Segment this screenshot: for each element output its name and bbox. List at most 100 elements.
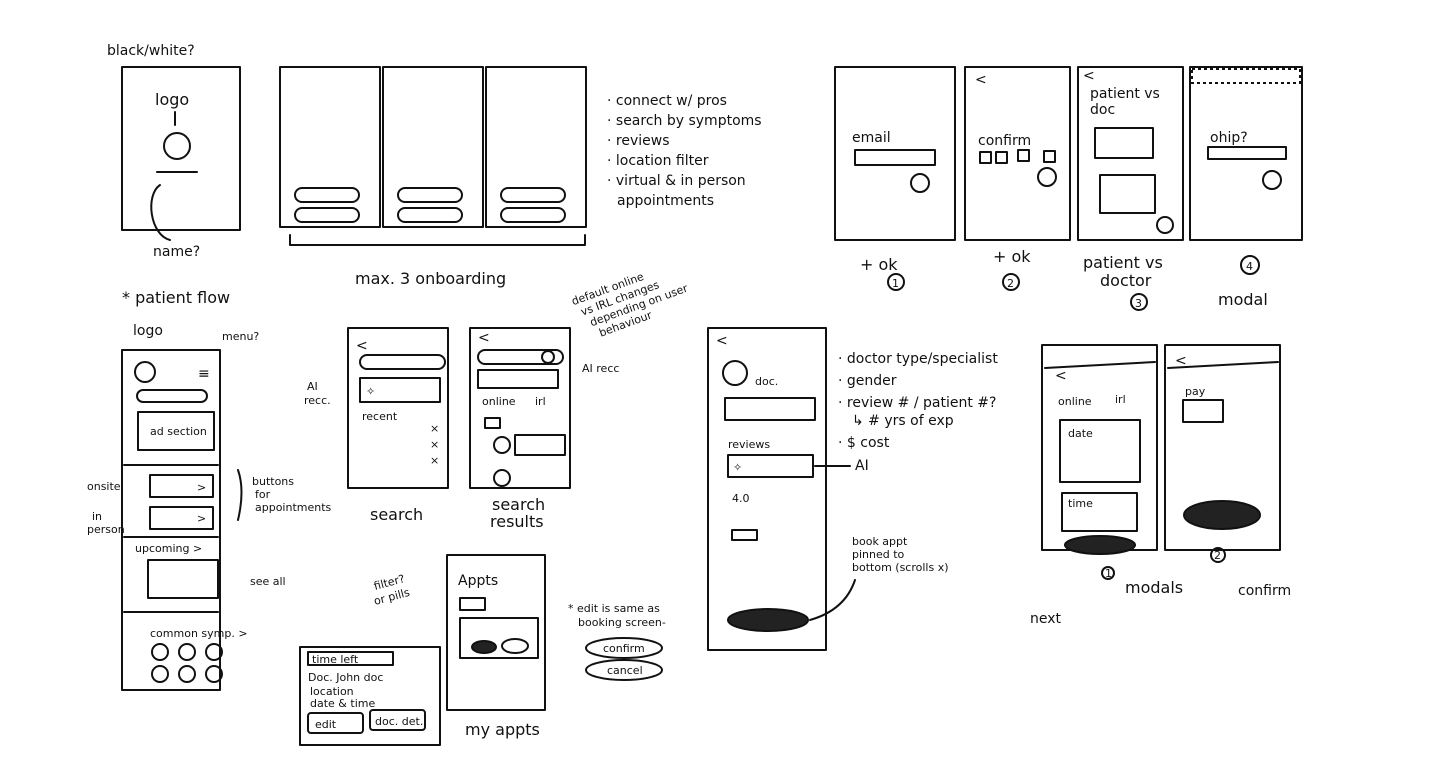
- edit-button[interactable]: edit: [315, 718, 337, 731]
- close-icon: ×: [430, 438, 439, 451]
- feature-note: · connect w/ pros: [607, 93, 727, 109]
- pay-label: pay: [1185, 385, 1206, 398]
- doctor-note: · review # / patient #?: [838, 395, 996, 411]
- tab-irl[interactable]: irl: [535, 395, 546, 408]
- ohip-label: ohip?: [1210, 130, 1248, 146]
- doctor-note: · $ cost: [838, 435, 890, 451]
- caption: modal: [1218, 290, 1268, 309]
- time-label: time: [1068, 497, 1093, 510]
- doctor-name: Doc. John doc: [308, 671, 383, 684]
- caption: + ok: [860, 255, 898, 274]
- doctor-label: doc.: [755, 375, 778, 388]
- back-icon: <: [356, 338, 368, 354]
- close-icon: ×: [430, 454, 439, 467]
- menu-label: menu?: [222, 330, 259, 343]
- common-symptoms-label: common symp. >: [150, 627, 248, 640]
- date-time: date & time: [310, 697, 375, 710]
- back-icon: <: [1083, 68, 1095, 84]
- caption: doctor: [1100, 271, 1152, 290]
- doctor-note: · doctor type/specialist: [838, 351, 998, 367]
- search-screens: < ✧ AI recc. recent ××× search < online …: [304, 270, 690, 531]
- rating: 4.0: [732, 492, 750, 505]
- back-icon: <: [478, 330, 490, 346]
- feature-note: · search by symptoms: [607, 113, 762, 129]
- splash-note: black/white?: [107, 43, 195, 59]
- patient-vs-doc-label: doc: [1090, 102, 1115, 118]
- buttons-note: buttons: [252, 475, 294, 488]
- date-label: date: [1068, 427, 1093, 440]
- confirm-button[interactable]: confirm: [603, 642, 645, 655]
- ad-section: ad section: [150, 425, 207, 438]
- menu-icon: ≡: [198, 366, 210, 382]
- appointments-screen: filter? or pills Appts my appts time lef…: [299, 554, 666, 746]
- ai-label: AI: [855, 458, 869, 474]
- feature-note: appointments: [617, 193, 714, 209]
- splash-name-label: name?: [153, 244, 200, 260]
- email-label: email: [852, 130, 891, 146]
- onsite-label: onsite: [87, 480, 121, 493]
- tab-online[interactable]: online: [482, 395, 516, 408]
- edit-note: booking screen-: [578, 616, 666, 629]
- patient-flow-title: * patient flow: [122, 288, 230, 307]
- reviews-label: reviews: [728, 438, 770, 451]
- ai-recc-label: AI recc: [582, 362, 619, 375]
- doctor-details-button[interactable]: doc. det.: [375, 715, 423, 728]
- back-icon: <: [716, 333, 728, 349]
- pinned-note: bottom (scrolls x): [852, 561, 949, 574]
- modals-caption: modals: [1125, 578, 1183, 597]
- feature-note: · virtual & in person: [607, 173, 746, 189]
- caption: patient vs: [1083, 253, 1163, 272]
- booking-modals: < online irl date time < pay 1 2 modals …: [1030, 344, 1291, 627]
- in-person-label: in: [92, 510, 102, 523]
- location: location: [310, 685, 354, 698]
- buttons-note: appointments: [255, 501, 332, 514]
- time-left: time left: [312, 653, 359, 666]
- close-icon: ×: [430, 422, 439, 435]
- confirm-label: confirm: [978, 133, 1031, 149]
- feature-note: · reviews: [607, 133, 670, 149]
- step-number: 1: [892, 277, 899, 290]
- cancel-button[interactable]: cancel: [607, 664, 643, 677]
- edit-note: * edit is same as: [568, 602, 660, 615]
- doctor-note: ↳ # yrs of exp: [852, 413, 954, 429]
- step-number: 3: [1135, 297, 1142, 310]
- back-icon: <: [1055, 368, 1067, 384]
- in-person-label: person: [87, 523, 125, 536]
- next-caption: next: [1030, 611, 1062, 627]
- search-results-caption: results: [490, 512, 544, 531]
- doctor-profile: < doc. reviews ✧ 4.0 AI · doctor type/sp…: [707, 327, 998, 651]
- sparkle-icon: ✧: [366, 385, 375, 398]
- chevron-icon: >: [197, 512, 206, 525]
- doctor-note: · gender: [838, 373, 897, 389]
- ai-rec-label: recc.: [304, 394, 331, 407]
- back-icon: <: [1175, 353, 1187, 369]
- ai-rec-label: AI: [307, 380, 318, 393]
- caption: + ok: [993, 247, 1031, 266]
- my-appts-caption: my appts: [465, 720, 540, 739]
- onboarding-screens: max. 3 onboarding · connect w/ pros · se…: [279, 66, 762, 288]
- recent-label: recent: [362, 410, 398, 423]
- search-results-caption: search: [492, 495, 545, 514]
- upcoming-label: upcoming >: [135, 542, 202, 555]
- buttons-note: for: [255, 488, 271, 501]
- patient-home: * patient flow logo menu? ≡ ad section >…: [87, 288, 332, 691]
- chevron-icon: >: [197, 481, 206, 494]
- back-icon: <: [975, 72, 987, 88]
- logo-label: logo: [133, 323, 163, 339]
- step-number: 4: [1246, 260, 1253, 273]
- tab-online[interactable]: online: [1058, 395, 1092, 408]
- sparkle-icon: ✧: [733, 461, 742, 474]
- pinned-note: book appt: [852, 535, 908, 548]
- auth-screens: email < confirm < patient vs doc ohip? +…: [834, 66, 1303, 311]
- splash-screen: black/white? logo name?: [107, 43, 241, 260]
- onboarding-label: max. 3 onboarding: [355, 269, 506, 288]
- splash-logo-label: logo: [155, 90, 189, 109]
- see-all-label: see all: [250, 575, 286, 588]
- step-number: 2: [1214, 549, 1221, 562]
- step-number: 1: [1105, 567, 1112, 580]
- step-number: 2: [1007, 277, 1014, 290]
- pinned-note: pinned to: [852, 548, 905, 561]
- patient-vs-doc-label: patient vs: [1090, 86, 1160, 102]
- tab-irl[interactable]: irl: [1115, 393, 1126, 406]
- feature-note: · location filter: [607, 153, 709, 169]
